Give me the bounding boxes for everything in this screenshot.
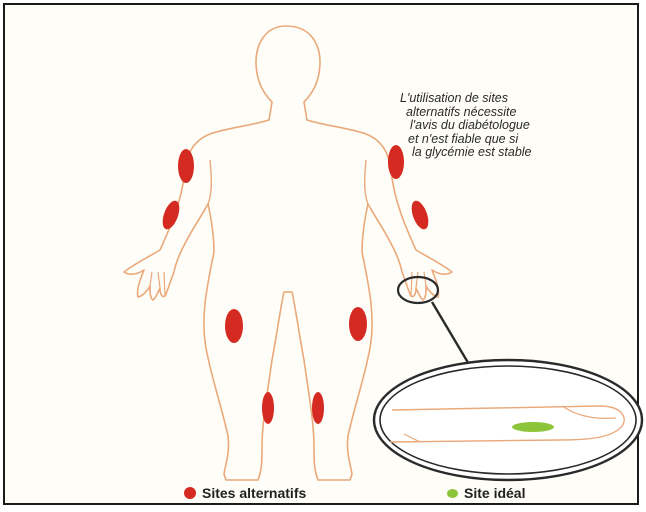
legend-red-dot — [184, 487, 196, 499]
note-line-4: et n'est fiable que si — [400, 133, 630, 147]
left-armpit-line — [208, 160, 211, 204]
alternative-sites — [159, 145, 431, 424]
hand-magnifier-circle — [398, 277, 438, 303]
site-left-calf — [262, 392, 274, 424]
site-right-calf — [312, 392, 324, 424]
site-right-thigh — [349, 307, 367, 341]
zoom-inner-ring — [380, 366, 636, 474]
site-ideal-fingertip — [512, 422, 554, 432]
site-left-thigh — [225, 309, 243, 343]
legend-ideal-label: Site idéal — [464, 485, 525, 501]
site-left-upper-arm — [178, 149, 194, 183]
legend-green-dot — [447, 489, 458, 498]
legend-alternative-label: Sites alternatifs — [202, 485, 306, 501]
legend-ideal-site: Site idéal — [447, 485, 525, 501]
note-line-2: alternatifs nécessite — [400, 106, 630, 120]
legend-alternative-sites: Sites alternatifs — [184, 485, 306, 501]
fingertip-zoom — [374, 360, 642, 480]
magnifier-connector — [432, 302, 470, 366]
note-line-5: la glycémie est stable — [400, 146, 630, 160]
note-line-1: L'utilisation de sites — [400, 92, 630, 106]
note-line-3: l'avis du diabétologue — [400, 119, 630, 133]
site-right-forearm — [408, 199, 431, 232]
right-armpit-line — [365, 160, 368, 204]
annotation-text: L'utilisation de sites alternatifs néces… — [400, 92, 630, 160]
site-left-forearm — [159, 199, 182, 232]
